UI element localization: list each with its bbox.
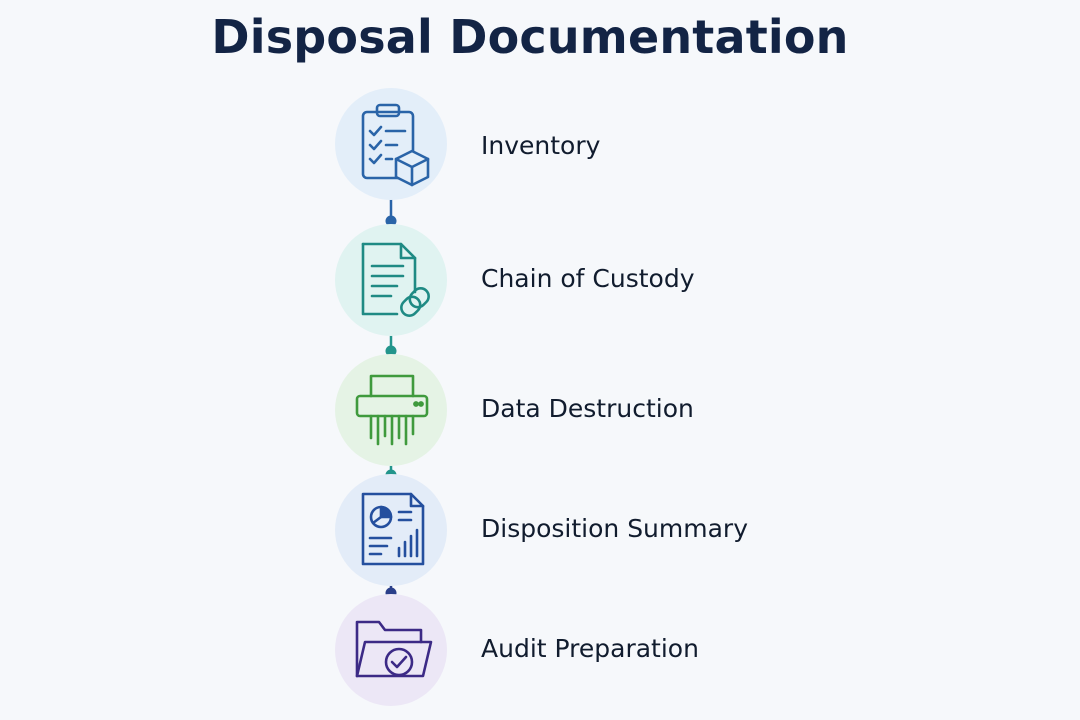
step-chain-of-custody: Chain of Custody (335, 224, 895, 336)
connector-dot-1 (385, 215, 397, 227)
clipboard-box-icon (361, 103, 430, 187)
step-circle (335, 474, 447, 586)
shredder-icon (355, 374, 429, 446)
step-circle (335, 594, 447, 706)
step-label-inventory: Inventory (481, 131, 601, 160)
step-circle (335, 88, 447, 200)
step-label-chain-of-custody: Chain of Custody (481, 264, 695, 293)
step-audit-preparation: Audit Preparation (335, 594, 895, 706)
step-inventory: Inventory (335, 88, 895, 200)
document-link-icon (361, 242, 430, 317)
step-label-disposition-summary: Disposition Summary (481, 514, 749, 543)
connector-dot-2 (385, 345, 397, 357)
step-label-data-destruction: Data Destruction (481, 394, 694, 423)
step-circle (335, 354, 447, 466)
report-chart-icon (361, 492, 425, 566)
step-data-destruction: Data Destruction (335, 354, 895, 466)
step-disposition-summary: Disposition Summary (335, 474, 895, 586)
folder-check-icon (355, 620, 433, 678)
step-circle (335, 224, 447, 336)
step-label-audit-preparation: Audit Preparation (481, 634, 699, 663)
diagram-title: Disposal Documentation (211, 10, 849, 64)
